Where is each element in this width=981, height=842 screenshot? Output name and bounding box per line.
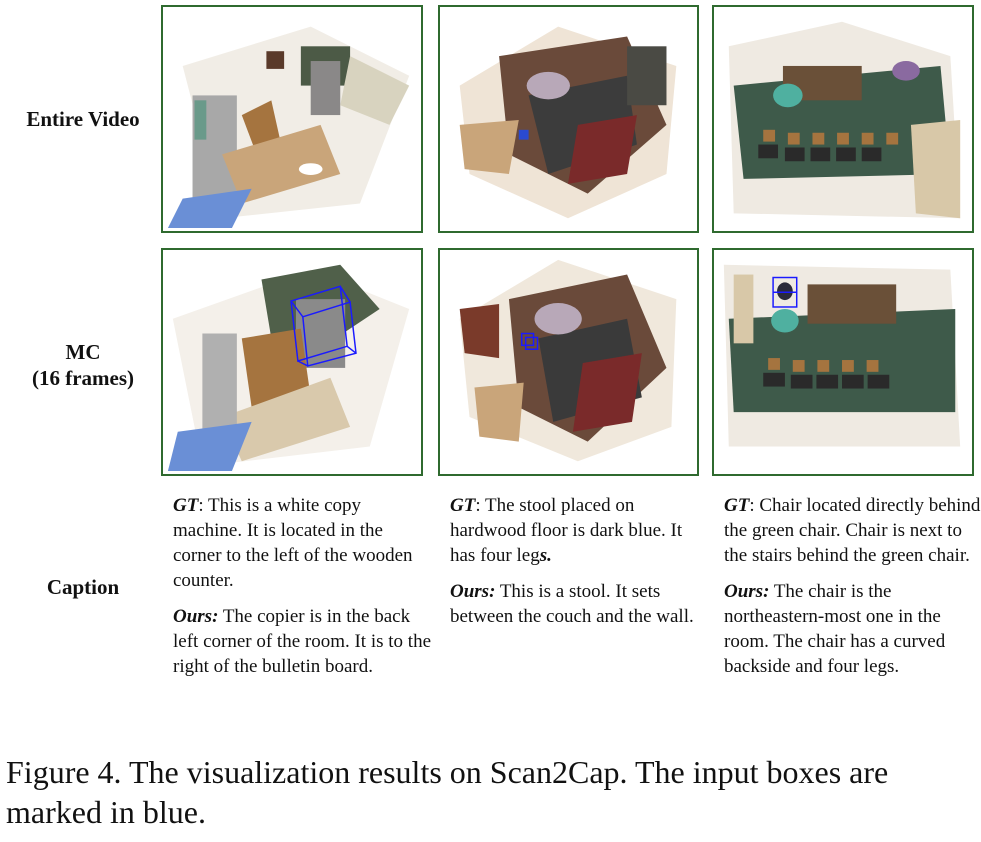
gt-text: : Chair located directly behind the gree… <box>724 495 981 566</box>
gt-label: GT <box>173 495 199 516</box>
row-label-mc: MC (16 frames) <box>0 339 166 391</box>
input-box-scene-1 <box>290 285 357 367</box>
scene-2-mc-image <box>438 248 699 476</box>
gt-text-tail: s. <box>539 545 552 566</box>
ours-text: This is a stool. It sets between the cou… <box>450 581 694 627</box>
gt-label: GT <box>450 495 476 516</box>
scene-1-entire-video-image <box>161 5 423 233</box>
scene-2-ours-caption: Ours: This is a stool. It sets between t… <box>450 579 708 629</box>
row-label-caption-text: Caption <box>46 575 120 599</box>
ours-text: The chair is the northeastern-most one i… <box>724 581 946 677</box>
row-label-caption: Caption <box>0 574 166 600</box>
ours-label: Ours: <box>450 581 496 602</box>
row-label-entire-video-text: Entire Video <box>26 107 140 131</box>
scene-1-ours-caption: Ours: The copier is in the back left cor… <box>173 604 431 679</box>
scene-1-caption: GT: This is a white copy machine. It is … <box>173 493 431 690</box>
scene-2-gt-caption: GT: The stool placed on hardwood floor i… <box>450 493 708 568</box>
gt-label: GT <box>724 495 750 516</box>
scene-1-mc-image <box>161 248 423 476</box>
row-label-mc-line1: MC <box>65 340 101 364</box>
ours-text: The copier is in the back left corner of… <box>173 606 432 677</box>
input-box-scene-2 <box>520 332 539 350</box>
row-label-entire-video: Entire Video <box>0 106 166 132</box>
gt-text: : This is a white copy machine. It is lo… <box>173 495 413 591</box>
ours-label: Ours: <box>173 606 219 627</box>
row-label-mc-line2: (16 frames) <box>31 366 135 390</box>
figure-caption: Figure 4. The visualization results on S… <box>6 754 889 830</box>
input-box-scene-3 <box>772 276 798 308</box>
scene-3-entire-video-image <box>712 5 974 233</box>
scene-3-gt-caption: GT: Chair located directly behind the gr… <box>724 493 981 568</box>
scene-3-mc-image <box>712 248 974 476</box>
scene-2-caption: GT: The stool placed on hardwood floor i… <box>450 493 708 640</box>
ours-label: Ours: <box>724 581 770 602</box>
scene-3-caption: GT: Chair located directly behind the gr… <box>724 493 981 690</box>
scene-3-ours-caption: Ours: The chair is the northeastern-most… <box>724 579 981 679</box>
scene-2-entire-video-image <box>438 5 699 233</box>
scene-1-gt-caption: GT: This is a white copy machine. It is … <box>173 493 431 593</box>
gt-text: : The stool placed on hardwood floor is … <box>450 495 683 566</box>
